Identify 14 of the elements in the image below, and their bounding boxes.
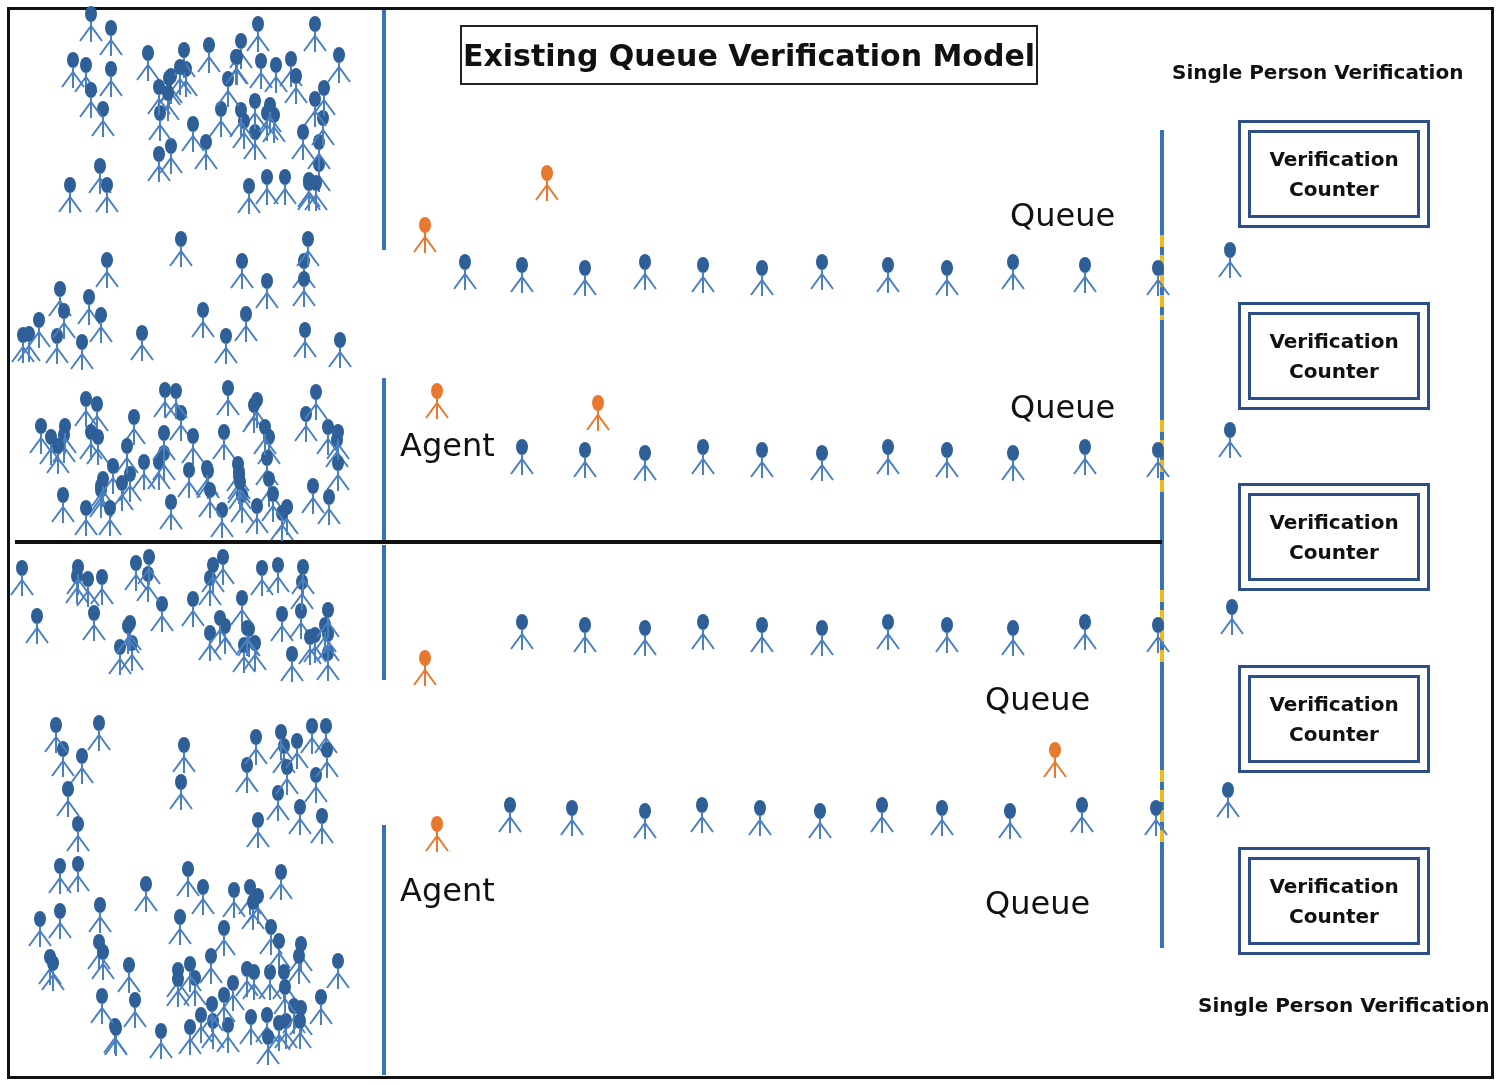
queue-label: Queue: [985, 680, 1091, 718]
counter-box: Verification Counter: [1238, 483, 1430, 591]
agent-label: Agent: [400, 426, 495, 464]
counter-box: Verification Counter: [1238, 120, 1430, 228]
section-label: Single Person Verification: [1172, 60, 1464, 84]
counter-box: Verification Counter: [1238, 302, 1430, 410]
queue-label: Queue: [1010, 388, 1116, 426]
agent-label: Agent: [400, 871, 495, 909]
title: Existing Queue Verification Model: [460, 25, 1038, 85]
queue-label: Queue: [985, 884, 1091, 922]
section-label: Single Person Verification: [1198, 993, 1490, 1017]
counter-box: Verification Counter: [1238, 847, 1430, 955]
counter-box: Verification Counter: [1238, 665, 1430, 773]
queue-label: Queue: [1010, 196, 1116, 234]
